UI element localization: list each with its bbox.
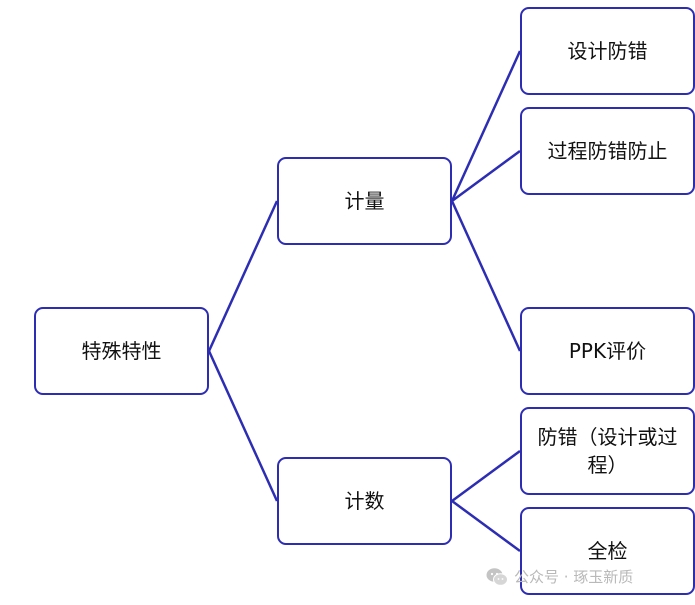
node-label: 全检 (587, 539, 628, 563)
node-label: 过程防错防止 (547, 139, 668, 163)
node-count: 计数 (277, 457, 452, 545)
node-measure: 计量 (277, 157, 452, 245)
node-errorproof-design-or-process: 防错（设计或过程） (520, 407, 695, 495)
node-label: 计数 (344, 489, 385, 513)
node-design-errorproof: 设计防错 (520, 7, 695, 95)
connector-root-to-count (207, 350, 279, 502)
connector-count-to-errorproof (451, 449, 521, 503)
connector-measure-to-ppk (450, 200, 522, 352)
node-full-inspection: 全检 (520, 507, 695, 595)
connector-root-to-measure (207, 200, 279, 352)
node-ppk-evaluation: PPK评价 (520, 307, 695, 395)
watermark-text: 公众号 · 琢玉新质 (514, 568, 634, 586)
node-special-characteristics: 特殊特性 (34, 307, 209, 395)
node-process-errorproof: 过程防错防止 (520, 107, 695, 195)
node-label: 特殊特性 (81, 339, 162, 363)
node-label: 设计防错 (567, 39, 648, 63)
connector-count-to-full-inspection (451, 499, 521, 553)
connector-measure-to-design-errorproof (450, 50, 522, 202)
node-label: 计量 (344, 189, 385, 213)
node-label: PPK评价 (568, 339, 647, 363)
wechat-icon (486, 567, 508, 586)
connector-measure-to-process-errorproof (451, 149, 521, 203)
watermark: 公众号 · 琢玉新质 (486, 566, 633, 587)
node-label: 防错（设计或过程） (537, 425, 678, 477)
